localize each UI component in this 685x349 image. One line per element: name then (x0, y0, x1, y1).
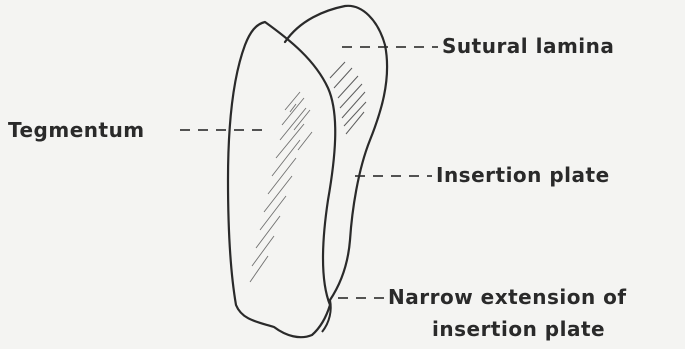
label-tegmentum: Tegmentum (8, 120, 145, 140)
tegmentum-outline (228, 22, 335, 337)
label-narrow-extension-line1: Narrow extension of (388, 287, 627, 307)
tegmentum-hatching (250, 92, 312, 282)
leader-lines (180, 47, 438, 298)
label-insertion-plate: Insertion plate (436, 165, 610, 185)
label-sutural-lamina: Sutural lamina (442, 36, 614, 56)
label-narrow-extension-line2: insertion plate (432, 319, 605, 339)
